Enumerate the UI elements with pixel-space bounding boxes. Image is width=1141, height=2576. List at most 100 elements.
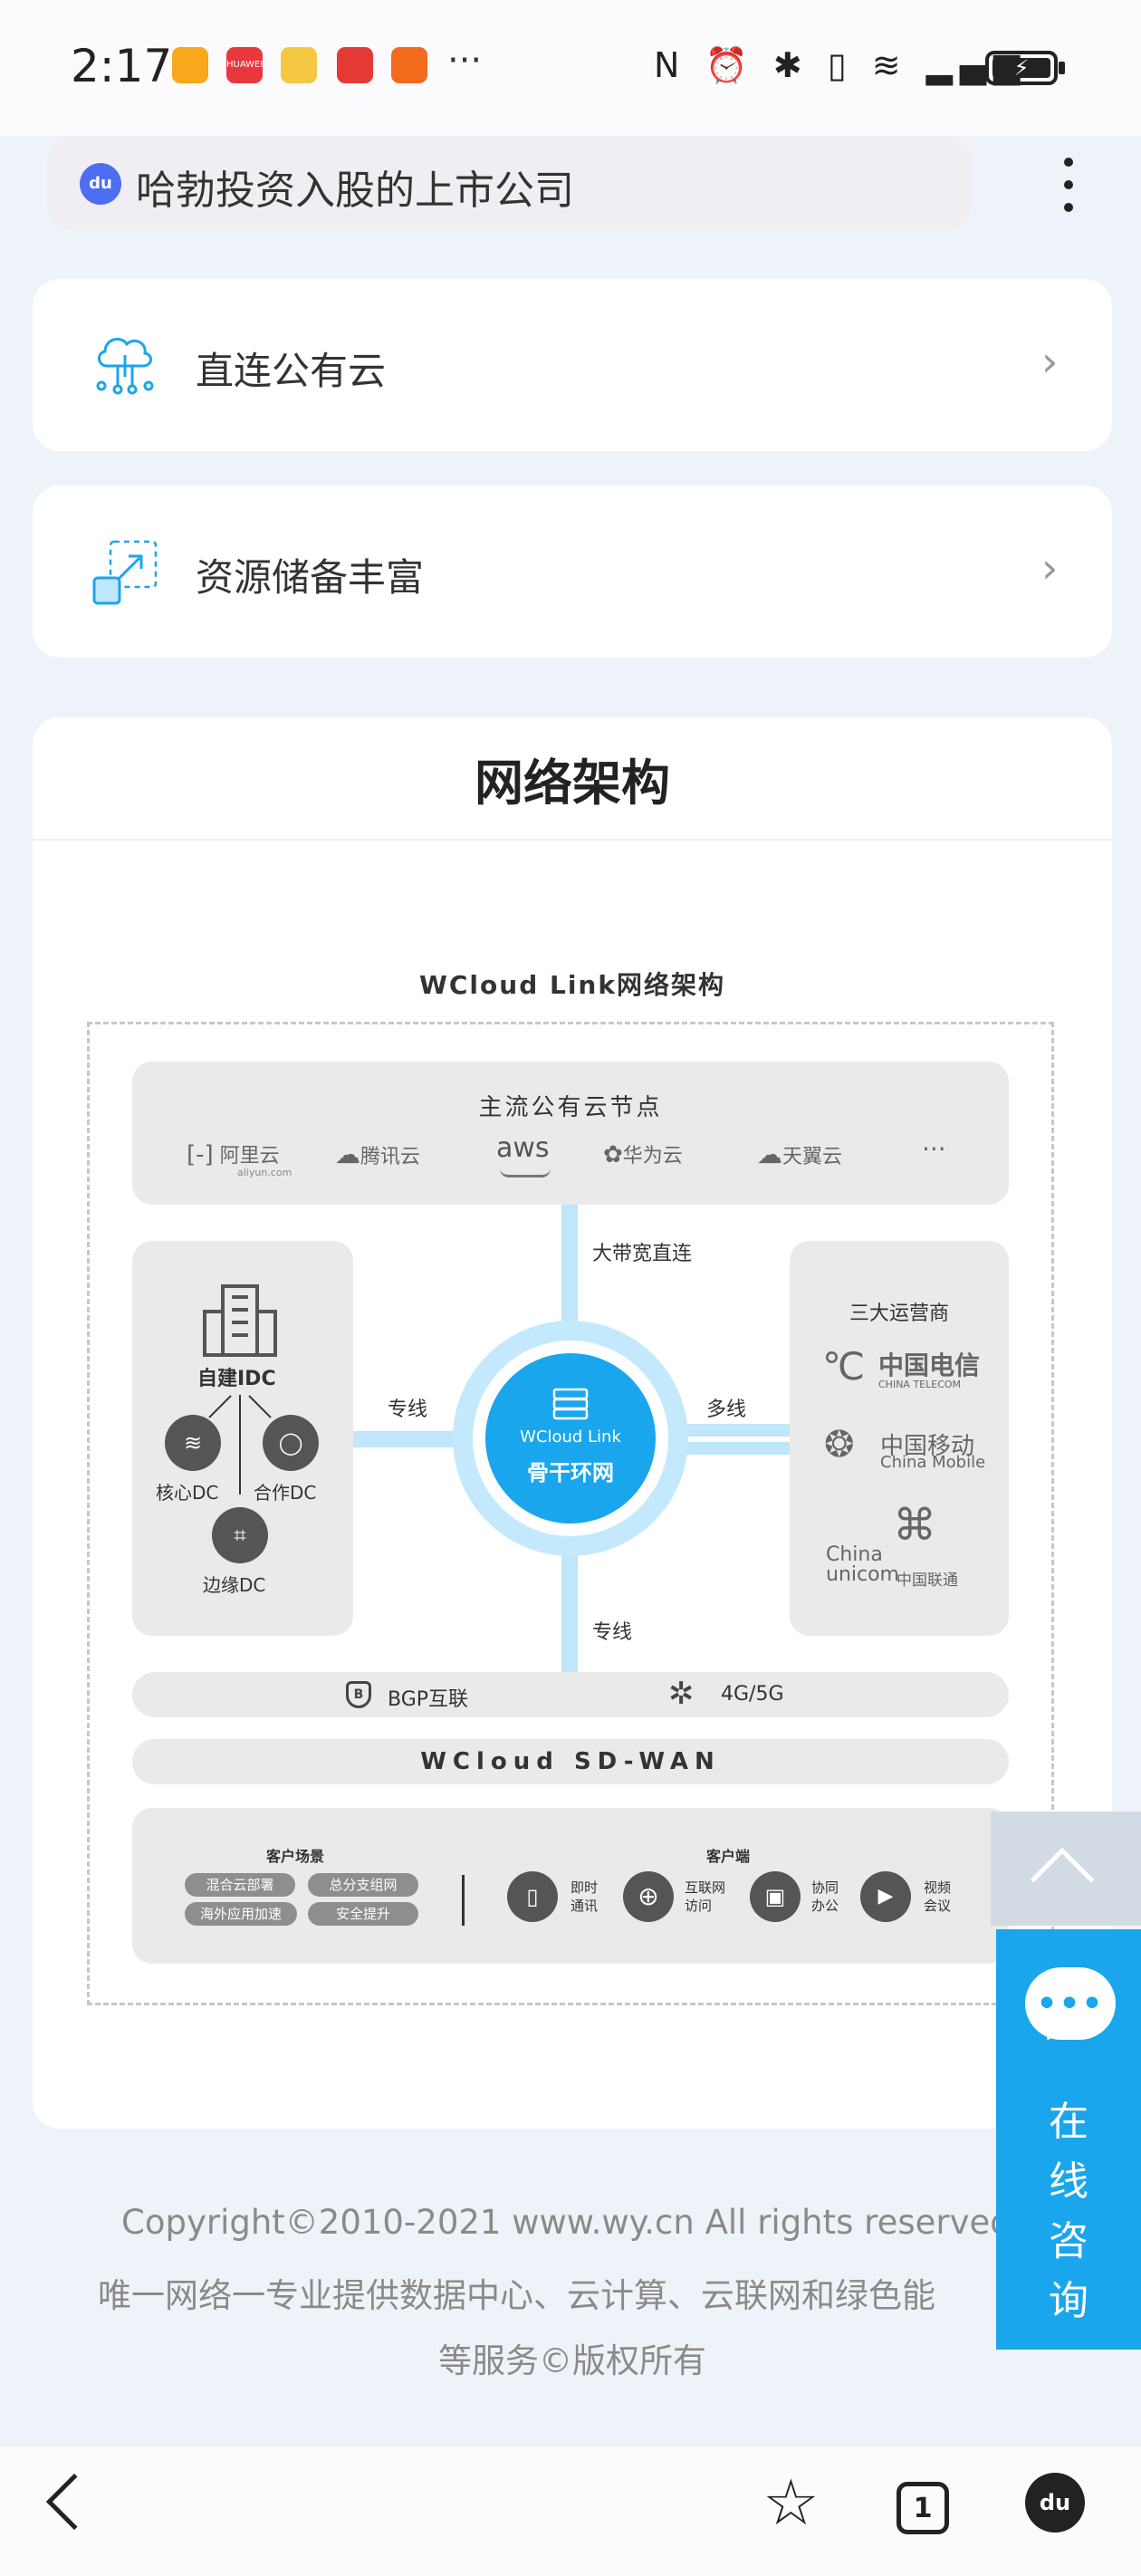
scenario-tag: 混合云部署	[185, 1873, 295, 1897]
search-bar[interactable]	[47, 136, 971, 230]
link-left-label: 专线	[388, 1399, 428, 1421]
video-app-icon	[337, 47, 373, 83]
footer-description: 唯一网络一专业提供数据中心、云计算、云联网和绿色能	[98, 2276, 935, 2315]
weibo-icon	[281, 47, 317, 83]
carriers-title: 三大运营商	[849, 1302, 949, 1325]
send-app-icon	[391, 47, 427, 83]
app-notification-icon	[172, 47, 208, 83]
consult-char: 线	[1049, 2158, 1088, 2205]
china-telecom-en: CHINA TELECOM	[878, 1379, 962, 1390]
carriers-box	[790, 1241, 1009, 1636]
china-mobile-name: 中国移动	[880, 1433, 975, 1460]
huawei-app-icon: HUAWEI	[226, 47, 263, 83]
tianyi-cloud-logo: ☁天翼云	[757, 1139, 843, 1169]
more-notifications-icon: ···	[447, 40, 483, 82]
china-unicom-icon: ⌘	[893, 1500, 936, 1551]
feature-label-public-cloud: 直连公有云	[196, 349, 387, 393]
aws-logo: aws	[496, 1132, 550, 1164]
link-right-bar-2	[686, 1442, 790, 1455]
network-4g5g-icon: ✲	[668, 1676, 695, 1712]
divider	[33, 839, 1112, 841]
link-right-bar-1	[686, 1424, 790, 1437]
client-label: 视频会议	[924, 1879, 952, 1914]
link-bottom-label: 专线	[592, 1621, 633, 1644]
expand-resource-icon	[92, 540, 158, 605]
self-idc-label: 自建IDC	[197, 1368, 276, 1390]
aws-smile-icon	[500, 1168, 551, 1177]
chevron-right-icon: ›	[1041, 337, 1059, 386]
nodes-icon: ⌗	[212, 1507, 268, 1563]
scenario-tag: 海外应用加速	[185, 1902, 297, 1926]
feature-card-resources[interactable]	[33, 485, 1112, 658]
public-cloud-box	[132, 1062, 1009, 1205]
phone-icon: ▯	[507, 1871, 558, 1922]
hub-core	[485, 1353, 656, 1523]
consult-char: 咨	[1049, 2218, 1088, 2264]
partner-dc-label: 合作DC	[254, 1482, 317, 1504]
china-mobile-en: China Mobile	[880, 1453, 986, 1472]
status-time: 2:17	[71, 40, 173, 92]
consult-char: 在	[1049, 2099, 1088, 2145]
video-icon: ▶	[860, 1871, 911, 1922]
scenario-tag: 总分支组网	[308, 1873, 418, 1897]
hub-name: WCloud Link	[520, 1427, 621, 1447]
public-cloud-title: 主流公有云节点	[478, 1094, 663, 1121]
section-title: 网络架构	[475, 755, 670, 812]
feature-card-public-cloud[interactable]	[33, 279, 1112, 451]
baidu-paw-icon: du	[80, 163, 121, 205]
diagram-frame	[87, 1022, 1054, 2005]
chevron-right-icon: ›	[1041, 543, 1059, 592]
bgp-label: BGP互联	[388, 1688, 469, 1711]
china-unicom-name: 中国联通	[896, 1572, 958, 1590]
clients-title: 客户端	[706, 1848, 751, 1865]
server-icon	[552, 1388, 589, 1420]
china-unicom-en2: unicom	[826, 1563, 899, 1586]
china-unicom-en1: China	[826, 1543, 883, 1566]
building-icon	[203, 1284, 277, 1357]
link-bottom-bar	[561, 1554, 578, 1672]
china-telecom-name: 中国电信	[878, 1350, 981, 1380]
battery-icon: ⚡	[985, 51, 1065, 85]
core-dc-label: 核心DC	[156, 1482, 219, 1504]
chat-bubble-icon	[1025, 1967, 1116, 2040]
layers-icon: ≋	[165, 1415, 221, 1471]
more-menu-icon[interactable]	[1050, 152, 1087, 217]
link-right-label: 多线	[706, 1399, 747, 1421]
sdwan-label: WCloud SD-WAN	[420, 1748, 721, 1775]
divider-line	[239, 1395, 241, 1495]
briefcase-icon: ▣	[750, 1871, 801, 1922]
more-providers: ···	[922, 1134, 946, 1164]
footer-rights: 等服务©版权所有	[438, 2341, 706, 2380]
baidu-home-icon[interactable]: du	[1025, 2473, 1085, 2533]
aliyun-subtext: aliyun.com	[237, 1167, 292, 1178]
system-status-icons: N ⏰ ✱ ▯ ≋ ▂▄▆	[654, 45, 1028, 85]
diagram-title: WCloud Link网络架构	[419, 970, 725, 1000]
scenario-tag: 安全提升	[308, 1902, 418, 1926]
link-top-bar	[561, 1205, 578, 1324]
huawei-cloud-logo: ✿华为云	[603, 1141, 683, 1168]
4g5g-label: 4G/5G	[721, 1683, 784, 1706]
hub-label: 骨干环网	[527, 1460, 614, 1485]
tencent-cloud-logo: ☁腾讯云	[335, 1139, 421, 1169]
connectivity-bar	[132, 1672, 1009, 1717]
client-label: 协同办公	[811, 1879, 839, 1914]
sdwan-bar	[132, 1739, 1009, 1784]
cloud-network-icon	[96, 337, 154, 395]
tabs-button[interactable]: 1	[896, 2482, 949, 2534]
footer-copyright: Copyright©2010-2021 www.wy.cn All rights…	[121, 2203, 996, 2242]
bgp-shield-icon: B	[346, 1681, 371, 1708]
bottom-nav	[0, 2446, 1141, 2576]
link-left-bar	[353, 1431, 455, 1447]
china-mobile-icon: ❂	[824, 1424, 855, 1466]
china-telecom-icon: ℃	[822, 1344, 866, 1389]
client-label: 即时通讯	[570, 1879, 599, 1914]
client-label: 互联网访问	[685, 1879, 726, 1914]
back-to-top-button[interactable]	[991, 1812, 1141, 1926]
edge-dc-label: 边缘DC	[203, 1574, 266, 1596]
search-input[interactable]: 哈勃投资入股的上市公司	[136, 168, 574, 214]
scenarios-title: 客户场景	[266, 1848, 325, 1865]
link-top-label: 大带宽直连	[592, 1243, 693, 1265]
feature-label-resources: 资源储备丰富	[196, 555, 425, 600]
aliyun-logo: [-] 阿里云	[187, 1141, 280, 1168]
star-icon[interactable]: ☆	[762, 2465, 820, 2540]
